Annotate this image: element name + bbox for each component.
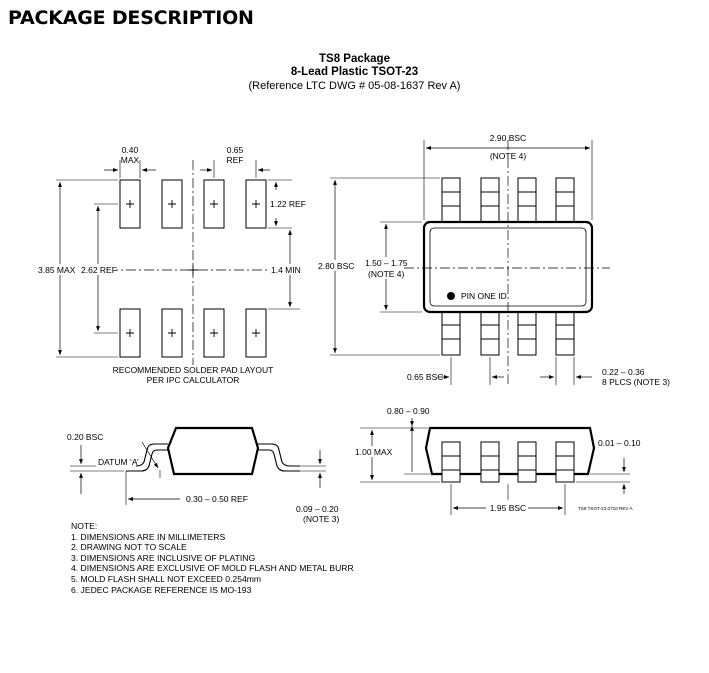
clearance-label: 0.01 – 0.10 bbox=[598, 438, 641, 448]
body-height-note: (NOTE 4) bbox=[368, 269, 405, 279]
pad-layout-labels: 0.40 MAX 0.65 REF 1.22 REF 3.85 MAX 2.62… bbox=[36, 145, 306, 385]
top-view-labels: 2.90 BSC (NOTE 4) 2.80 BSC 1.50 – 1.75 (… bbox=[316, 133, 670, 387]
pad-centers-label: 2.62 REF bbox=[81, 265, 117, 275]
notes-block: NOTE: 1. DIMENSIONS ARE IN MILLIMETERS 2… bbox=[71, 521, 354, 595]
pin-one-label: PIN ONE ID bbox=[461, 291, 507, 301]
body-height-label: 1.50 – 1.75 bbox=[365, 258, 408, 268]
side-view-labels: 0.20 BSC DATUM ‘A’ 0.30 – 0.50 REF 0.09 … bbox=[67, 432, 340, 524]
inner-gap-label: 1.4 MIN bbox=[271, 265, 301, 275]
note-item: 5. MOLD FLASH SHALL NOT EXCEED 0.254mm bbox=[71, 573, 262, 584]
lead-width-note: 8 PLCS (NOTE 3) bbox=[602, 377, 670, 387]
overall-height-label: 3.85 MAX bbox=[38, 265, 76, 275]
pad-width-label: 0.40 bbox=[122, 145, 139, 155]
pitch-label: 0.65 bbox=[227, 145, 244, 155]
datum-label: DATUM ‘A’ bbox=[98, 457, 139, 467]
end-view-leads bbox=[441, 441, 575, 483]
foot-length-label: 0.30 – 0.50 REF bbox=[186, 494, 248, 504]
package-name: TS8 Package bbox=[319, 53, 390, 65]
standoff-label: 0.20 BSC bbox=[67, 432, 103, 442]
solder-pads-top bbox=[119, 179, 267, 229]
pad-width-note: MAX bbox=[121, 155, 140, 165]
note-item: 2. DRAWING NOT TO SCALE bbox=[71, 542, 187, 553]
lead-thickness-note: (NOTE 3) bbox=[303, 514, 340, 524]
end-view bbox=[360, 418, 630, 515]
side-view bbox=[70, 426, 326, 505]
solder-pad-layout bbox=[56, 160, 300, 365]
lead-pitch-label: 0.65 BSC bbox=[407, 372, 443, 382]
package-reference: (Reference LTC DWG # 05-08-1637 Rev A) bbox=[248, 80, 461, 92]
top-view-centerlines bbox=[404, 140, 610, 385]
notes-heading: NOTE: bbox=[71, 521, 98, 531]
end-view-labels: 0.80 – 0.90 1.00 MAX 0.01 – 0.10 1.95 BS… bbox=[353, 406, 641, 513]
lead-thickness-label: 0.09 – 0.20 bbox=[296, 504, 339, 514]
pad-length-label: 1.22 REF bbox=[270, 199, 306, 209]
body-thickness-label: 0.80 – 0.90 bbox=[387, 406, 430, 416]
width-label: 2.90 BSC bbox=[490, 133, 526, 143]
width-note: (NOTE 4) bbox=[490, 151, 527, 161]
max-height-label: 1.00 MAX bbox=[355, 447, 393, 457]
note-item: 4. DIMENSIONS ARE EXCLUSIVE OF MOLD FLAS… bbox=[71, 563, 354, 574]
total-height-label: 2.80 BSC bbox=[318, 261, 354, 271]
end-view-body bbox=[424, 426, 596, 476]
note-item: 1. DIMENSIONS ARE IN MILLIMETERS bbox=[71, 531, 226, 542]
side-view-leads bbox=[126, 443, 300, 472]
pin-one-dot bbox=[447, 292, 455, 300]
solder-pads-bottom bbox=[119, 308, 267, 358]
span-label: 1.95 BSC bbox=[490, 503, 526, 513]
top-view bbox=[330, 140, 610, 385]
note-item: 6. JEDEC PACKAGE REFERENCE IS MO-193 bbox=[71, 584, 252, 595]
lead-width-label: 0.22 – 0.36 bbox=[602, 367, 645, 377]
note-item: 3. DIMENSIONS ARE INCLUSIVE OF PLATING bbox=[71, 552, 256, 563]
pad-layout-caption-1: RECOMMENDED SOLDER PAD LAYOUT bbox=[113, 365, 274, 375]
package-type: 8-Lead Plastic TSOT-23 bbox=[290, 66, 419, 78]
pad-layout-caption-2: PER IPC CALCULATOR bbox=[147, 375, 240, 385]
drawing-id-label: TS8 TSOT-23 0710 REV A bbox=[578, 506, 633, 511]
side-view-body bbox=[166, 426, 260, 476]
pitch-note: REF bbox=[227, 155, 244, 165]
page-title: PACKAGE DESCRIPTION bbox=[8, 7, 254, 29]
